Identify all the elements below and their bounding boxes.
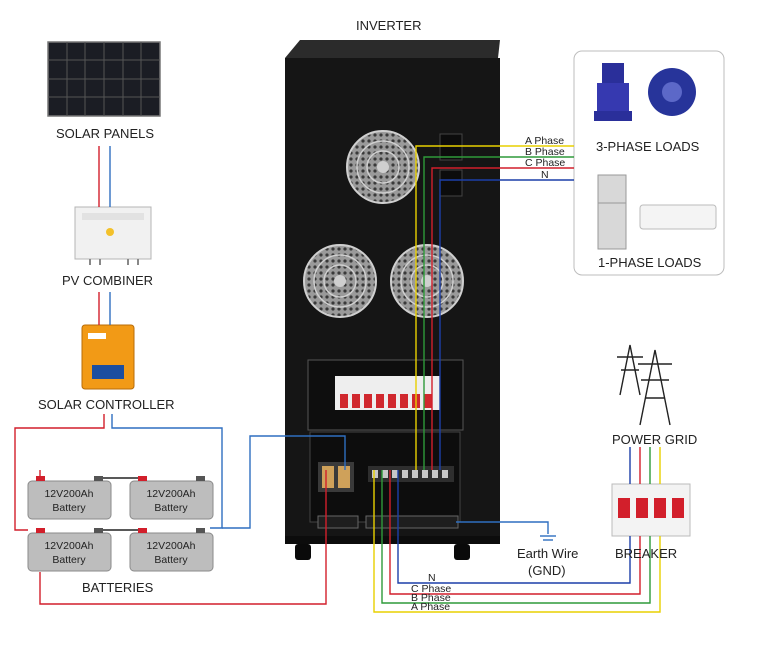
output-a-phase-label: A Phase <box>525 135 565 147</box>
right-fan <box>390 244 464 318</box>
grid-n-label: N <box>428 572 436 584</box>
gnd-label: (GND) <box>528 563 566 578</box>
pv-combiner-image <box>74 206 152 265</box>
output-n-label: N <box>541 169 549 181</box>
power-grid-label: POWER GRID <box>612 432 698 447</box>
inverter-label: INVERTER <box>356 18 422 33</box>
three-phase-loads-label: 3-PHASE LOADS <box>596 139 700 154</box>
breaker-label: BREAKER <box>615 546 678 561</box>
loads-box <box>573 50 725 276</box>
one-phase-loads-label: 1-PHASE LOADS <box>598 255 702 270</box>
battery-3-capacity: 12V200Ah <box>44 540 93 552</box>
battery-2-label: Battery <box>154 502 188 514</box>
solar-panels-image <box>47 41 161 117</box>
battery-4-label: Battery <box>154 554 188 566</box>
top-fan <box>346 130 420 204</box>
grid-c-phase-label: C Phase <box>411 583 452 595</box>
battery-2-capacity: 12V200Ah <box>146 488 195 500</box>
grid-breaker-image <box>611 483 691 537</box>
power-grid-towers <box>617 344 672 426</box>
battery-3-label: Battery <box>52 554 86 566</box>
battery-1-label: Battery <box>52 502 86 514</box>
solar-panels-label: SOLAR PANELS <box>56 126 155 141</box>
batteries-label: BATTERIES <box>82 580 154 595</box>
solar-controller-image <box>81 324 135 390</box>
grid-b-phase-label: B Phase <box>411 592 451 604</box>
battery-1-capacity: 12V200Ah <box>44 488 93 500</box>
output-c-phase-label: C Phase <box>525 157 566 169</box>
solar-controller-label: SOLAR CONTROLLER <box>38 397 175 412</box>
earth-wire-label: Earth Wire <box>517 546 579 561</box>
battery-4-capacity: 12V200Ah <box>146 540 195 552</box>
grid-a-phase-label: A Phase <box>411 601 451 613</box>
pv-combiner-label: PV COMBINER <box>62 273 154 288</box>
wiring <box>14 145 661 613</box>
battery-bank <box>27 476 214 572</box>
left-fan <box>303 244 377 318</box>
terminal-block <box>309 431 461 529</box>
output-b-phase-label: B Phase <box>525 146 565 158</box>
